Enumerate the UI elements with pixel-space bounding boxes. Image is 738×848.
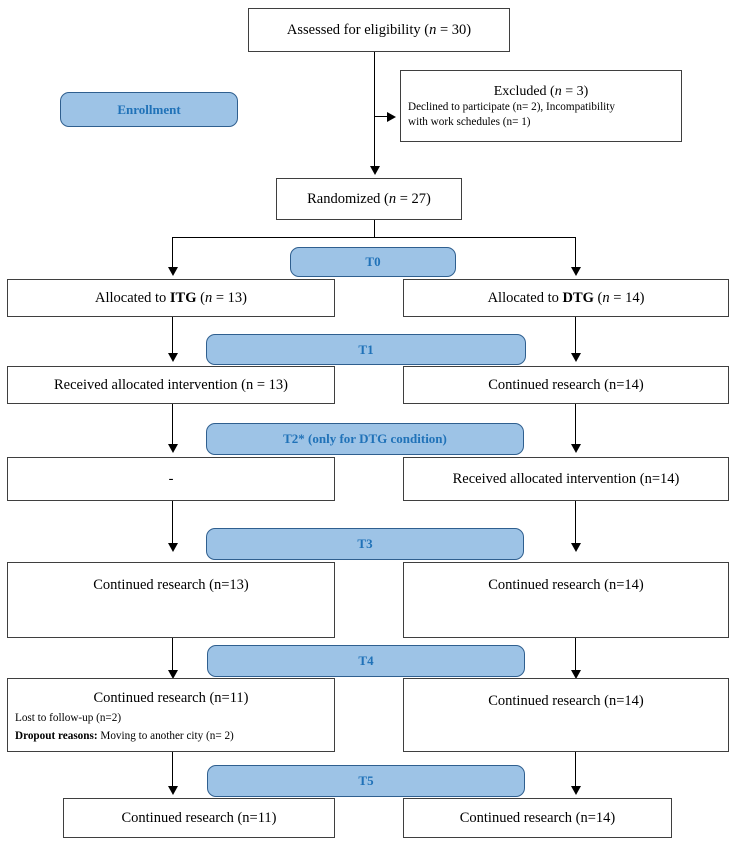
excluded-reason-line-2: with work schedules (n= 1) (408, 115, 531, 128)
node-T2-left-empty: - (7, 457, 335, 501)
T4-left-lost-to-followup: Lost to follow-up (n=2) (15, 712, 122, 725)
badge-T2: T2* (only for DTG condition) (206, 423, 524, 455)
T0-right-label: Allocated to DTG (n = 14) (487, 289, 645, 306)
badge-enrollment: Enrollment (60, 92, 238, 127)
arrowhead-T4-right (571, 670, 581, 679)
badge-T2-label: T2* (only for DTG condition) (283, 431, 447, 446)
T1-right-label: Continued research (n=14) (488, 376, 644, 393)
node-T5-left-continued-research: Continued research (n=11) (63, 798, 335, 838)
badge-T1: T1 (206, 334, 526, 365)
T3-right-label: Continued research (n=14) (488, 577, 644, 593)
connector-T4-T5-right (575, 752, 577, 786)
arrowhead-T1-right (571, 353, 581, 362)
node-T4-left-continued-research: Continued research (n=11) Lost to follow… (7, 678, 335, 752)
node-T5-right-continued-research: Continued research (n=14) (403, 798, 672, 838)
T5-left-label: Continued research (n=11) (121, 809, 277, 826)
connector-T1-T2-right (575, 404, 577, 444)
arrowhead-left-T0 (168, 267, 178, 276)
arrowhead-T3-left (168, 543, 178, 552)
arrowhead-to-randomized (370, 166, 380, 175)
connector-T0-T1-right (575, 317, 577, 353)
badge-T3: T3 (206, 528, 524, 560)
badge-enrollment-label: Enrollment (117, 101, 181, 117)
excluded-title: Excluded (n = 3) (493, 83, 589, 99)
T4-left-label: Continued research (n=11) (93, 690, 249, 706)
node-T3-right-continued-research: Continued research (n=14) (403, 562, 729, 638)
badge-T5: T5 (207, 765, 525, 797)
connector-randomized-stem (374, 220, 376, 238)
badge-T1-label: T1 (358, 341, 374, 357)
connector-split-left (172, 237, 174, 267)
T3-left-label: Continued research (n=13) (93, 577, 249, 593)
T2-left-label: - (168, 470, 174, 487)
connector-to-excluded (374, 116, 388, 118)
node-T1-left-received-intervention: Received allocated intervention (n = 13) (7, 366, 335, 404)
node-randomized: Randomized (n = 27) (276, 178, 462, 220)
randomized-label: Randomized (n = 27) (307, 190, 431, 207)
node-excluded: Excluded (n = 3) Declined to participate… (400, 70, 682, 142)
arrowhead-to-excluded (387, 112, 396, 122)
T2-right-label: Received allocated intervention (n=14) (452, 470, 680, 487)
badge-T0: T0 (290, 247, 456, 277)
badge-T3-label: T3 (357, 536, 373, 551)
arrowhead-T2-left (168, 444, 178, 453)
connector-T0-T1-left (172, 317, 174, 353)
T1-left-label: Received allocated intervention (n = 13) (53, 376, 289, 393)
T4-dropout-label: Dropout reasons: (15, 729, 98, 742)
connector-assessed-to-randomized (374, 52, 376, 166)
T5-right-label: Continued research (n=14) (459, 809, 616, 826)
node-T0-left-allocated-itg: Allocated to ITG (n = 13) (7, 279, 335, 317)
arrowhead-right-T0 (571, 267, 581, 276)
arrowhead-T4-left (168, 670, 178, 679)
badge-T0-label: T0 (365, 254, 381, 269)
connector-T2-T3-left (172, 501, 174, 543)
excluded-reason-line-1: Declined to participate (n= 2), Incompat… (408, 101, 615, 114)
assessed-label: Assessed for eligibility (n = 30) (286, 21, 472, 38)
T0-left-label: Allocated to ITG (n = 13) (95, 289, 247, 306)
connector-T4-T5-left (172, 752, 174, 786)
T4-dropout-text: Moving to another city (n= 2) (97, 729, 234, 742)
node-T3-left-continued-research: Continued research (n=13) (7, 562, 335, 638)
arrowhead-T5-right (571, 786, 581, 795)
connector-split-horizontal (172, 237, 576, 239)
T4-right-label: Continued research (n=14) (488, 693, 644, 709)
badge-T4: T4 (207, 645, 525, 677)
badge-T4-label: T4 (358, 653, 374, 668)
connector-T3-T4-left (172, 638, 174, 670)
badge-T5-label: T5 (358, 773, 374, 788)
T4-left-dropout-reasons: Dropout reasons: Moving to another city … (8, 729, 334, 744)
arrowhead-T2-right (571, 444, 581, 453)
connector-T2-T3-right (575, 501, 577, 543)
node-T2-right-received-intervention: Received allocated intervention (n=14) (403, 457, 729, 501)
connector-split-right (575, 237, 577, 267)
node-assessed-for-eligibility: Assessed for eligibility (n = 30) (248, 8, 510, 52)
arrowhead-T5-left (168, 786, 178, 795)
connector-T3-T4-right (575, 638, 577, 670)
arrowhead-T1-left (168, 353, 178, 362)
node-T0-right-allocated-dtg: Allocated to DTG (n = 14) (403, 279, 729, 317)
connector-T1-T2-left (172, 404, 174, 444)
node-T4-right-continued-research: Continued research (n=14) (403, 678, 729, 752)
arrowhead-T3-right (571, 543, 581, 552)
node-T1-right-continued-research: Continued research (n=14) (403, 366, 729, 404)
